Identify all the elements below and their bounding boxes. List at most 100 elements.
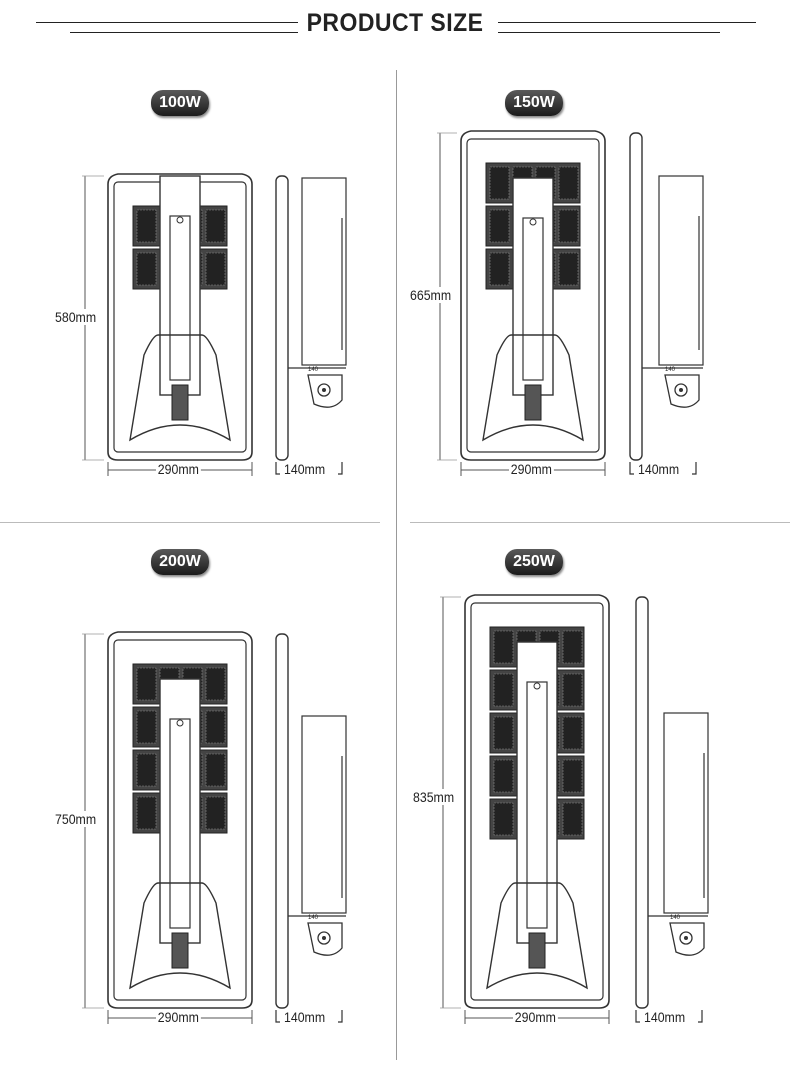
side-profile [635, 596, 649, 1009]
led-chip [205, 796, 226, 830]
header-line-right-bottom [498, 32, 720, 33]
arm-slot [169, 215, 191, 381]
arm-bolt [176, 216, 184, 224]
led-chip [493, 630, 514, 664]
side-arm-box [301, 177, 347, 366]
led-chip [562, 759, 583, 793]
led-chip [489, 252, 510, 286]
led-chip [562, 802, 583, 836]
led-chip [136, 753, 157, 787]
led-chip [205, 209, 226, 243]
side-pivot-center [322, 936, 326, 940]
arm-slot [169, 718, 191, 929]
side-pivot-center [322, 388, 326, 392]
width-dimension: 290mm [509, 461, 554, 477]
power-badge: 250W [505, 549, 563, 575]
led-chip [562, 673, 583, 707]
width-dimension: 290mm [513, 1009, 558, 1025]
led-chip [136, 252, 157, 286]
depth-bracket-left [275, 462, 280, 475]
horizontal-divider-right [410, 522, 790, 523]
header-line-left-top [36, 22, 298, 23]
clamp-block [171, 384, 189, 421]
housing-inner [466, 138, 600, 453]
side-pivot-center [679, 388, 683, 392]
side-clamp [307, 922, 343, 956]
height-dimension: 750mm [55, 811, 97, 827]
depth-bracket-right [338, 462, 343, 475]
led-chip [493, 716, 514, 750]
led-chip [205, 710, 226, 744]
clamp-block [528, 932, 546, 969]
power-badge: 200W [151, 549, 209, 575]
led-chip [562, 630, 583, 664]
power-badge: 150W [505, 90, 563, 116]
led-chip [493, 673, 514, 707]
mounting-arm [159, 175, 201, 396]
base-reflector [129, 882, 231, 990]
side-pivot-center [684, 936, 688, 940]
page-title: PRODUCT SIZE [306, 9, 484, 37]
side-mark-label: 140 [665, 367, 676, 373]
vertical-divider [396, 70, 397, 1060]
base-reflector [482, 334, 584, 442]
led-chip [562, 716, 583, 750]
side-mark-label: 140 [308, 367, 319, 373]
side-clamp [669, 922, 705, 956]
arm-bolt [533, 682, 541, 690]
clamp-block [524, 384, 542, 421]
depth-dimension: 140mm [638, 461, 680, 477]
led-chip [493, 802, 514, 836]
housing-inner [113, 639, 247, 1001]
depth-bracket-right [692, 462, 697, 475]
housing-outline [107, 631, 253, 1009]
horizontal-divider-left [0, 522, 380, 523]
led-chip [205, 252, 226, 286]
led-chip [558, 166, 579, 200]
depth-bracket-right [698, 1010, 703, 1023]
side-profile [275, 633, 289, 1009]
side-clamp [307, 374, 343, 408]
clamp-block [171, 932, 189, 969]
arm-bolt [176, 719, 184, 727]
height-dimension: 665mm [410, 287, 452, 303]
housing-outline [464, 594, 610, 1009]
depth-dimension: 140mm [284, 461, 326, 477]
base-reflector [486, 882, 588, 990]
side-arm-box [663, 712, 709, 914]
side-profile [275, 175, 289, 461]
height-dimension: 835mm [413, 789, 455, 805]
mounting-arm [516, 641, 558, 944]
led-chip [136, 710, 157, 744]
mounting-arm [512, 177, 554, 396]
led-chip [136, 796, 157, 830]
led-chip [136, 667, 157, 701]
led-chip [489, 166, 510, 200]
side-arm-box [658, 175, 704, 366]
housing-outline [460, 130, 606, 461]
depth-bracket-left [275, 1010, 280, 1023]
header-line-left-bottom [70, 32, 298, 33]
depth-bracket-right [338, 1010, 343, 1023]
side-mark-label: 140 [308, 915, 319, 921]
base-reflector [129, 334, 231, 442]
side-arm-box [301, 715, 347, 914]
led-chip [489, 209, 510, 243]
led-chip [205, 667, 226, 701]
led-chip [558, 209, 579, 243]
housing-outline [107, 173, 253, 461]
header-line-right-top [498, 22, 756, 23]
led-chip [558, 252, 579, 286]
depth-dimension: 140mm [284, 1009, 326, 1025]
depth-dimension: 140mm [644, 1009, 686, 1025]
side-clamp [664, 374, 700, 408]
side-profile [629, 132, 643, 461]
power-badge: 100W [151, 90, 209, 116]
led-chip [493, 759, 514, 793]
depth-bracket-left [635, 1010, 640, 1023]
